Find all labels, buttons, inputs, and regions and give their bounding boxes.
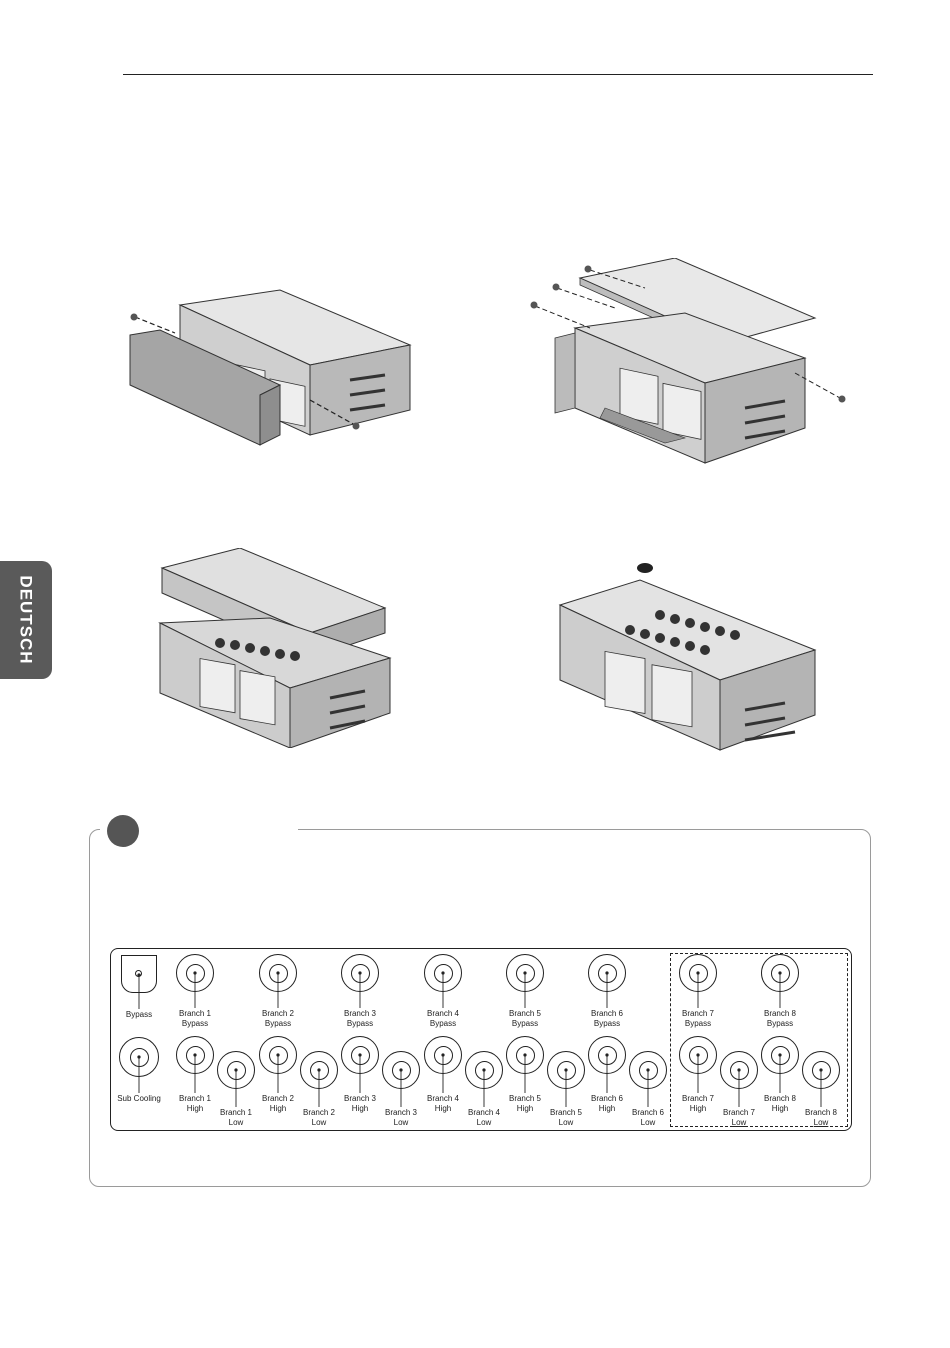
leader-dot xyxy=(737,1068,741,1072)
leader-dot xyxy=(819,1068,823,1072)
step-1-remove-front-cover xyxy=(129,289,412,446)
leader-dot xyxy=(605,971,609,975)
leader-dot xyxy=(605,1053,609,1057)
leader-dot xyxy=(523,971,527,975)
leader-dot xyxy=(564,1068,568,1072)
leader-dot xyxy=(276,1053,280,1057)
leader-dot xyxy=(696,1053,700,1057)
leader-dot xyxy=(193,971,197,975)
step-2-remove-top-cover xyxy=(530,258,846,464)
leader-dot xyxy=(137,1055,141,1059)
leader-dot xyxy=(399,1068,403,1072)
leader-dot xyxy=(358,1053,362,1057)
leader-dot xyxy=(317,1068,321,1072)
leader-dot xyxy=(778,971,782,975)
sub-cooling-label: Sub Cooling xyxy=(117,1094,161,1103)
leader-dot xyxy=(137,973,141,977)
leader-dot xyxy=(193,1053,197,1057)
bypass-label: Bypass xyxy=(125,1010,153,1019)
leader-dot xyxy=(482,1068,486,1072)
header-rule xyxy=(123,74,873,75)
step-4-open-unit xyxy=(558,563,817,751)
optional-branches-box xyxy=(670,953,848,1127)
leader-dot xyxy=(696,971,700,975)
leader-dot xyxy=(234,1068,238,1072)
language-tab: DEUTSCH xyxy=(0,561,52,679)
leader-dot xyxy=(441,1053,445,1057)
port-high_row-3 xyxy=(341,1036,379,1074)
leader-dot xyxy=(276,971,280,975)
step-3-remove-inner-cover xyxy=(158,548,392,748)
note-icon xyxy=(107,815,139,847)
leader-dot xyxy=(441,971,445,975)
leader-dot xyxy=(778,1053,782,1057)
note-box xyxy=(89,829,871,1187)
port-panel xyxy=(110,948,852,1131)
leader-dot xyxy=(358,971,362,975)
leader-dot xyxy=(523,1053,527,1057)
leader-dot xyxy=(646,1068,650,1072)
